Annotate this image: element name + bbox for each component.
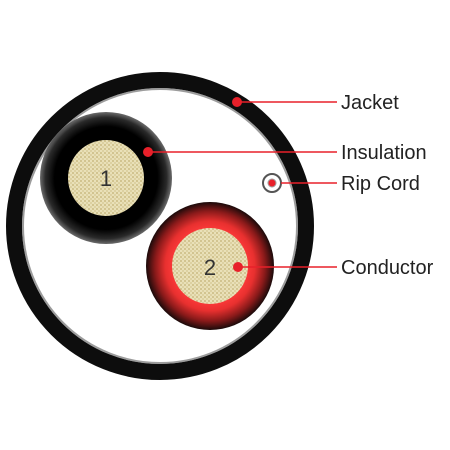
jacket-inner-edge — [22, 88, 298, 364]
jacket-leader-dot — [232, 97, 242, 107]
core-2-number: 2 — [204, 255, 216, 280]
insulation-leader-dot — [143, 147, 153, 157]
core-1-conductor — [68, 140, 144, 216]
core-1-number: 1 — [100, 166, 112, 191]
jacket-label: Jacket — [341, 92, 399, 114]
conductor-leader-dot — [233, 262, 243, 272]
core-2-conductor — [172, 228, 248, 304]
rip-cord-leader-dot — [268, 179, 276, 187]
insulation-label: Insulation — [341, 142, 427, 164]
rip-cord-label: Rip Cord — [341, 173, 420, 195]
jacket-ring — [6, 72, 314, 380]
conductor-label: Conductor — [341, 257, 434, 279]
